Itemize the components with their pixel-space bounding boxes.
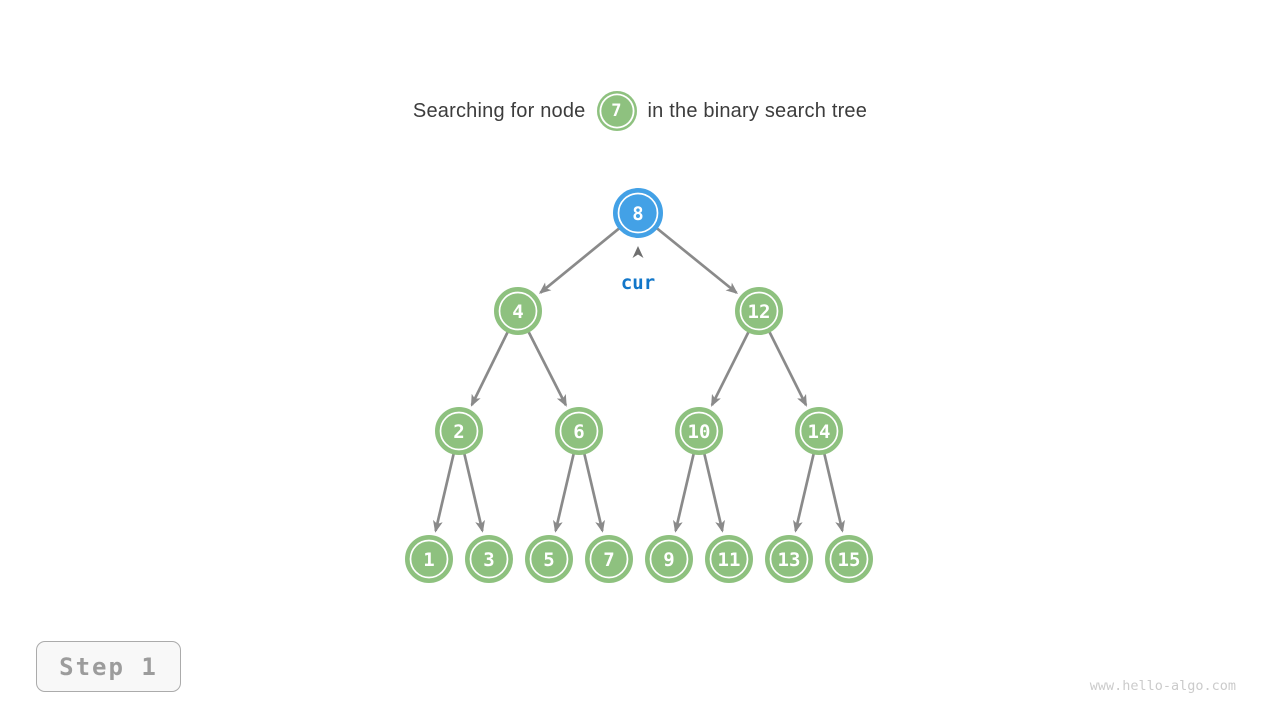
- title-target-node-badge: 7: [596, 91, 637, 131]
- tree-node-value: 14: [808, 421, 831, 443]
- tree-node-15: 15: [825, 535, 873, 583]
- tree-edges: [433, 211, 845, 533]
- tree-node-6: 6: [555, 407, 603, 455]
- tree-node-value: 1: [423, 549, 434, 571]
- title-target-node-value: 7: [611, 101, 622, 121]
- tree-node-13: 13: [765, 535, 813, 583]
- tree-node-value: 9: [663, 549, 674, 571]
- step-indicator: Step 1: [36, 641, 181, 692]
- tree-node-14: 14: [795, 407, 843, 455]
- watermark: www.hello-algo.com: [1089, 678, 1236, 694]
- cur-caret-icon: [632, 246, 644, 258]
- tree-node-8: 8: [613, 188, 663, 238]
- tree-node-7: 7: [585, 535, 633, 583]
- tree-node-value: 8: [632, 203, 643, 225]
- tree-node-value: 11: [718, 549, 741, 571]
- tree-node-11: 11: [705, 535, 753, 583]
- tree-node-value: 12: [748, 301, 771, 323]
- tree-node-1: 1: [405, 535, 453, 583]
- title-prefix: Searching for node: [412, 99, 586, 122]
- tree-node-12: 12: [735, 287, 783, 335]
- cur-pointer: cur: [621, 246, 655, 294]
- tree-node-value: 13: [778, 549, 801, 571]
- tree-node-5: 5: [525, 535, 573, 583]
- tree-node-value: 7: [603, 549, 614, 571]
- step-indicator-label: Step 1: [59, 652, 158, 681]
- title-suffix: in the binary search tree: [647, 99, 868, 122]
- tree-node-10: 10: [675, 407, 723, 455]
- tree-node-9: 9: [645, 535, 693, 583]
- tree-node-value: 10: [688, 421, 711, 443]
- tree-node-value: 2: [453, 421, 464, 443]
- tree-node-value: 15: [838, 549, 861, 571]
- tree-node-value: 5: [543, 549, 554, 571]
- tree-node-value: 4: [512, 301, 523, 323]
- tree-node-4: 4: [494, 287, 542, 335]
- tree-node-value: 6: [573, 421, 584, 443]
- tree-node-value: 3: [483, 549, 494, 571]
- diagram-title: Searching for node 7 in the binary searc…: [0, 91, 1280, 131]
- cur-pointer-label: cur: [621, 272, 655, 294]
- tree-node-2: 2: [435, 407, 483, 455]
- tree-node-3: 3: [465, 535, 513, 583]
